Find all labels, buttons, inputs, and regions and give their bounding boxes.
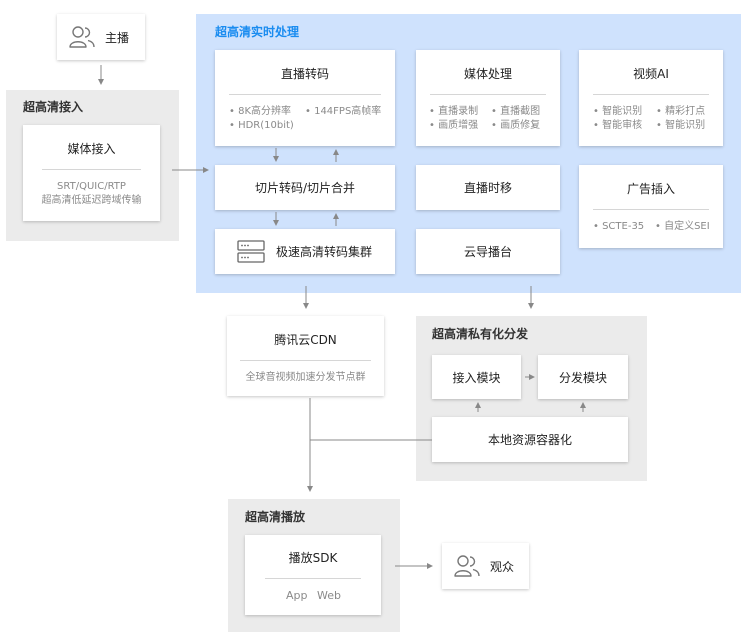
live-transcode-title: 直播转码 <box>280 67 329 81</box>
card-divider <box>240 360 371 361</box>
feature-item: • 画质修复 <box>491 120 541 131</box>
card-divider <box>593 94 709 95</box>
card-divider <box>430 94 546 95</box>
media-process-card: 媒体处理 • 直播录制 • 直播截图 • 画质增强 • 画质修复 <box>416 50 560 146</box>
access-module-card: 接入模块 <box>432 355 521 399</box>
feature-item: • 智能识别 <box>656 120 706 131</box>
feature-item: • 144FPS高帧率 <box>305 106 382 117</box>
feature-item: • 直播截图 <box>491 106 541 117</box>
feature-item: • SCTE-35 <box>593 221 645 232</box>
card-divider <box>229 94 381 95</box>
feature-item: • 智能识别 <box>593 106 643 117</box>
cdn-title: 腾讯云CDN <box>274 333 337 347</box>
media-process-title: 媒体处理 <box>463 67 512 81</box>
feature-item: • 智能审核 <box>593 120 643 131</box>
transcode-cluster-card: 极速高清转码集群 <box>215 229 395 274</box>
feature-item: • 8K高分辨率 <box>229 106 291 117</box>
video-ai-title: 视频AI <box>633 67 669 81</box>
card-divider <box>42 169 141 170</box>
feature-item: • 画质增强 <box>429 120 479 131</box>
realtime-zone-title: 超高清实时处理 <box>215 25 300 39</box>
private-zone-title: 超高清私有化分发 <box>432 327 529 341</box>
playback-sdk-title: 播放SDK <box>288 551 338 565</box>
viewer-label: 观众 <box>490 560 515 574</box>
card-divider <box>593 209 709 210</box>
slice-transcode-title: 切片转码/切片合并 <box>254 181 356 195</box>
distribution-module-card: 分发模块 <box>538 355 628 399</box>
cloud-director-title: 云导播台 <box>463 245 512 259</box>
feature-item: • 精彩打点 <box>656 106 706 117</box>
distribution-module-title: 分发模块 <box>558 371 607 385</box>
feature-item: • 直播录制 <box>429 106 479 117</box>
ad-insertion-card: 广告插入 • SCTE-35 • 自定义SEI <box>579 165 723 248</box>
platform-label: App <box>286 589 308 602</box>
card-divider <box>265 578 361 579</box>
transcode-cluster-title: 极速高清转码集群 <box>276 245 373 259</box>
media-ingest-line-1: SRT/QUIC/RTP <box>57 181 126 192</box>
user-group-icon <box>454 555 480 577</box>
live-timeshift-title: 直播时移 <box>463 181 512 195</box>
anchor-label: 主播 <box>105 31 130 45</box>
anchor-node: 主播 <box>57 14 145 60</box>
playback-sdk-card: 播放SDK App Web <box>245 535 381 615</box>
access-module-title: 接入模块 <box>452 371 501 385</box>
playback-zone-title: 超高清播放 <box>245 510 306 524</box>
user-group-icon <box>69 26 95 48</box>
feature-item: • HDR(10bit) <box>229 120 294 131</box>
ingest-zone-title: 超高清接入 <box>23 100 84 114</box>
feature-item: • 自定义SEI <box>655 221 710 232</box>
live-timeshift-card: 直播时移 <box>416 165 560 210</box>
video-ai-card: 视频AI • 智能识别 • 精彩打点 • 智能审核 • 智能识别 <box>579 50 723 146</box>
local-container-title: 本地资源容器化 <box>487 433 572 447</box>
media-ingest-card: 媒体接入 SRT/QUIC/RTP 超高清低延迟跨域传输 <box>23 125 160 221</box>
media-ingest-line-2: 超高清低延迟跨域传输 <box>41 195 142 206</box>
cdn-subtitle: 全球音视频加速分发节点群 <box>245 372 366 383</box>
slice-transcode-card: 切片转码/切片合并 <box>215 165 395 210</box>
local-container-card: 本地资源容器化 <box>432 417 628 462</box>
cloud-director-card: 云导播台 <box>416 229 560 274</box>
platform-label: Web <box>317 589 341 602</box>
server-icon <box>237 240 265 263</box>
tencent-cdn-card: 腾讯云CDN 全球音视频加速分发节点群 <box>227 316 384 396</box>
ad-insertion-title: 广告插入 <box>626 182 675 196</box>
viewer-node: 观众 <box>442 543 529 589</box>
live-transcode-card: 直播转码 • 8K高分辨率 • 144FPS高帧率 • HDR(10bit) <box>215 50 395 146</box>
media-ingest-title: 媒体接入 <box>67 142 116 156</box>
